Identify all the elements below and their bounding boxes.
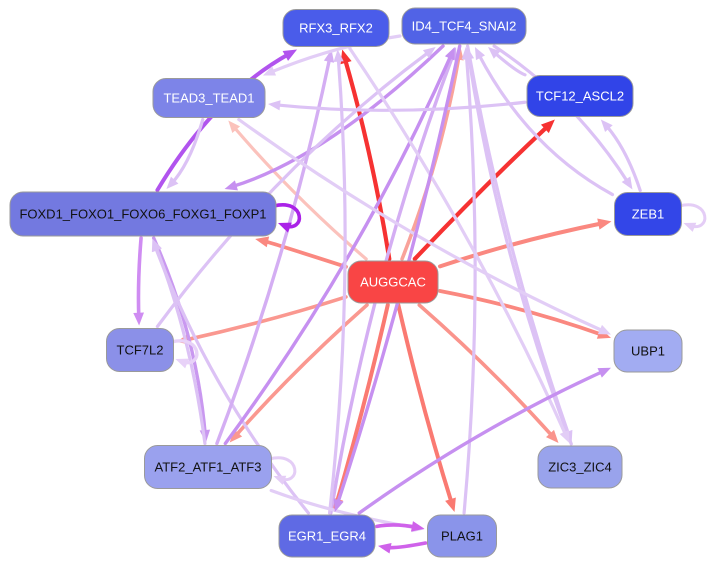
node-aug-shape[interactable] (347, 260, 439, 304)
edge-egr1-plag1 (375, 523, 419, 530)
edge-plag1-egr1 (383, 541, 428, 550)
edge-zeb1-id4-arrowhead (474, 47, 486, 61)
edge-zeb1-id4 (476, 51, 615, 197)
node-id4[interactable]: ID4_TCF4_SNAI2 (401, 7, 527, 45)
edge-zeb1-tcf12 (604, 123, 642, 193)
edge-tcf12-tead3-arrowhead (268, 100, 281, 111)
edge-aug-foxd1 (260, 238, 348, 269)
edge-foxd1-tcf7l2 (136, 236, 143, 320)
node-plag1-shape[interactable] (427, 514, 497, 558)
node-tead3[interactable]: TEAD3_TEAD1 (152, 78, 266, 118)
edge-atf2-rfx3-arrowhead (323, 49, 335, 63)
edge-foxd1-tcf7l2-arrowhead (133, 312, 144, 326)
edge-aug-rfx3-arrowhead (340, 49, 352, 65)
edge-foxd1-rfx3-arrowhead (282, 49, 298, 61)
edge-tead3-ubp1 (237, 117, 606, 334)
node-rfx3-shape[interactable] (282, 9, 390, 47)
node-zeb1-shape[interactable] (614, 192, 682, 236)
edge-aug-tead3-arrowhead (228, 120, 241, 134)
edge-egr1-plag1-arrowhead (410, 521, 425, 532)
edge-aug-atf2 (232, 303, 369, 439)
node-tcf12[interactable]: TCF12_ASCL2 (526, 75, 634, 117)
edge-layer (133, 34, 707, 554)
node-tcf12-shape[interactable] (526, 75, 634, 117)
edge-egr1-rfx3 (327, 55, 347, 515)
node-tead3-shape[interactable] (152, 78, 266, 118)
edge-aug-rfx3 (342, 55, 392, 262)
edge-aug-zeb1 (438, 220, 606, 269)
node-tcf7l2[interactable]: TCF7L2 (106, 328, 174, 372)
edge-foxd1-atf2 (151, 236, 207, 437)
edge-rfx3-zic3 (348, 46, 568, 438)
edge-tcf12-id4-arrowhead (488, 47, 501, 59)
node-ubp1-shape[interactable] (613, 329, 683, 373)
edge-id4-foxd1-arrowhead (224, 180, 238, 191)
edge-aug-zic3 (417, 303, 556, 440)
edge-tead3-foxd1-arrowhead (166, 176, 179, 189)
edge-atf2-id4-arrowhead (444, 47, 455, 61)
node-id4-shape[interactable] (401, 7, 527, 45)
node-egr1[interactable]: EGR1_EGR4 (278, 514, 376, 558)
node-rfx3[interactable]: RFX3_RFX2 (282, 9, 390, 47)
edge-zeb1-zeb1-arrowhead (683, 222, 697, 232)
edge-egr1-rfx3-arrowhead (333, 49, 344, 62)
edge-aug-tcf12-arrowhead (540, 119, 555, 134)
edge-plag1-egr1-arrowhead (378, 542, 392, 554)
edge-tcf7l2-id4-arrowhead (422, 47, 436, 59)
edge-aug-egr1 (334, 303, 390, 507)
edge-id4-egr1-arrowhead (333, 498, 344, 512)
node-aug[interactable]: AUGGCAC (347, 260, 439, 304)
node-egr1-shape[interactable] (278, 514, 376, 558)
node-ubp1[interactable]: UBP1 (613, 329, 683, 373)
edge-aug-atf2-arrowhead (229, 429, 243, 443)
edge-aug-tcf7l2 (182, 295, 348, 343)
node-foxd1-shape[interactable] (9, 191, 277, 237)
node-zic3-shape[interactable] (537, 445, 623, 489)
edge-plag1-id4 (462, 52, 477, 515)
edge-aug-ubp1 (438, 289, 606, 338)
node-plag1[interactable]: PLAG1 (427, 514, 497, 558)
edge-foxd1-foxd1-arrowhead (278, 222, 292, 233)
edge-rfx3-zic3-arrowhead (559, 429, 570, 443)
node-atf2-shape[interactable] (144, 445, 272, 489)
edge-id4-foxd1 (229, 44, 445, 189)
edge-aug-foxd1-arrowhead (255, 236, 270, 248)
edge-zeb1-zeb1 (678, 203, 707, 229)
node-zic3[interactable]: ZIC3_ZIC4 (537, 445, 623, 489)
node-foxd1[interactable]: FOXD1_FOXO1_FOXO6_FOXG1_FOXP1 (9, 191, 277, 237)
edge-aug-zic3-arrowhead (546, 429, 559, 443)
edge-atf2-atf2 (268, 456, 297, 482)
edge-aug-plag1-arrowhead (445, 497, 456, 512)
edge-atf2-foxd1-arrowhead (152, 239, 162, 253)
edge-atf2-atf2-arrowhead (273, 475, 287, 485)
edge-egr1-ubp1-arrowhead (597, 367, 611, 378)
edge-id4-tead3-arrowhead (262, 66, 277, 76)
edge-tead3-ubp1-arrowhead (597, 324, 611, 335)
node-zeb1[interactable]: ZEB1 (614, 192, 682, 236)
edge-aug-zeb1-arrowhead (597, 218, 612, 230)
edge-zeb1-tcf12-arrowhead (600, 119, 613, 132)
edge-aug-plag1 (396, 303, 455, 507)
edge-tead3-foxd1 (169, 117, 205, 186)
edge-tcf7l2-id4 (155, 49, 432, 329)
node-atf2[interactable]: ATF2_ATF1_ATF3 (144, 445, 272, 489)
edge-id4-zeb1-arrowhead (621, 176, 633, 190)
edge-egr1-ubp1 (357, 369, 606, 515)
edge-tcf7l2-tcf7l2-arrowhead (175, 358, 189, 369)
edge-id4-zic3 (466, 44, 571, 438)
node-tcf7l2-shape[interactable] (106, 328, 174, 372)
edge-tcf12-tead3 (273, 100, 527, 112)
